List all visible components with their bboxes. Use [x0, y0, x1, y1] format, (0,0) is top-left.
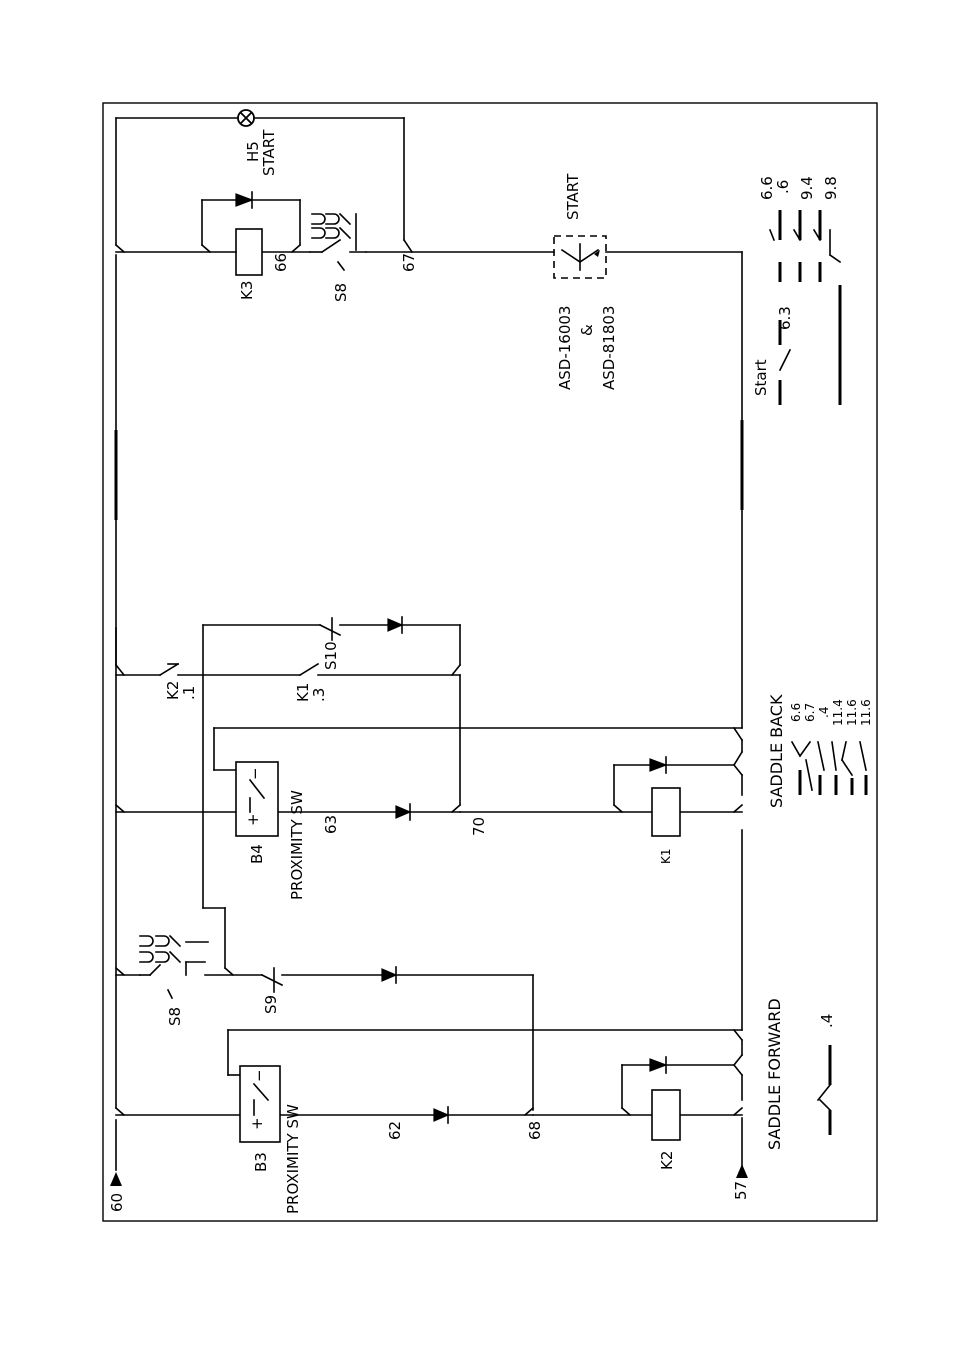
s8-left-switch-icon	[140, 936, 208, 998]
s10-switch-icon	[320, 618, 340, 640]
b3-type-label: PROXIMITY SW	[284, 1104, 302, 1214]
legend-start: Start	[752, 359, 770, 396]
legend-saddle-back-ref-6: 11.6	[859, 699, 873, 726]
k3-coil	[236, 229, 262, 275]
k2-contact-icon	[160, 664, 178, 675]
saddle-back-contacts-legend-icon	[792, 742, 866, 795]
k3-diode	[236, 192, 252, 208]
legend-start-ref: 6.3	[776, 306, 794, 330]
sensor-model-2: ASD-81803	[600, 306, 618, 390]
s8-right-label: S8	[332, 283, 350, 302]
h5-lamp-icon	[238, 110, 254, 126]
k1-coil	[652, 788, 680, 836]
b4-plus-sign: +	[244, 813, 262, 826]
k2-coil-label: K2	[658, 1151, 676, 1170]
legend-k3-ref-2: .6	[774, 180, 792, 194]
s8-left-label: S8	[166, 1007, 184, 1026]
start-sensor-icon	[554, 236, 606, 278]
b3-minus-sign: −	[250, 1069, 268, 1082]
k1-contact-ref: .3	[310, 688, 328, 702]
wire-label-67: 67	[400, 253, 418, 272]
wire-label-60: 60	[108, 1193, 126, 1212]
wire-label-66: 66	[272, 253, 290, 272]
b4-label: B4	[248, 844, 266, 864]
wire-label-57: 57	[732, 1181, 750, 1200]
k1-coil-label: K1	[659, 848, 673, 864]
sensor-model-1: ASD-16003	[556, 306, 574, 390]
b4-minus-sign: −	[246, 767, 264, 780]
legend-saddle-forward: SADDLE FORWARD	[765, 998, 784, 1150]
legend-saddle-back-ref-2: 6.7	[803, 703, 817, 722]
k3-coil-label: K3	[238, 281, 256, 300]
b3-diode	[434, 1107, 448, 1123]
sensor-amp: &	[578, 324, 596, 336]
sensor-start-label: START	[564, 173, 582, 220]
s10-diode	[388, 617, 402, 633]
s10-label: S10	[322, 641, 340, 670]
terminal-60-arrow	[110, 1172, 122, 1186]
k2-contact-ref: .1	[180, 686, 198, 700]
drawing-frame	[103, 103, 877, 1221]
legend-saddle-back: SADDLE BACK	[767, 694, 786, 808]
legend-saddle-forward-ref: .4	[818, 1014, 836, 1028]
b3-label: B3	[252, 1152, 270, 1172]
terminal-57-arrow	[736, 1164, 748, 1178]
legend-saddle-back-ref-3: .4	[817, 707, 831, 718]
legend-saddle-back-ref-1: 6.6	[789, 703, 803, 722]
s9-label: S9	[262, 995, 280, 1014]
b4-diode	[396, 804, 410, 820]
s9-diode	[382, 967, 396, 983]
k1-contact-icon	[300, 664, 318, 675]
k1-diode	[650, 757, 666, 773]
k2-coil	[652, 1090, 680, 1140]
s8-right-switch-icon	[310, 214, 366, 270]
wire-label-70: 70	[470, 817, 488, 836]
k2-diode	[650, 1057, 666, 1073]
b3-plus-sign: +	[248, 1117, 266, 1130]
bus-wiring	[116, 118, 742, 1170]
legend-saddle-back-ref-4: 11.4	[831, 699, 845, 726]
wire-label-68: 68	[526, 1121, 544, 1140]
wire-label-62: 62	[386, 1121, 404, 1140]
legend-k3-ref-3: 9.4	[798, 176, 816, 200]
b4-type-label: PROXIMITY SW	[288, 790, 306, 900]
wire-label-63: 63	[322, 815, 340, 834]
saddle-forward-contact-legend-icon	[818, 1045, 830, 1135]
start-contact-legend-icon	[780, 320, 790, 405]
legend-saddle-back-ref-5: 11.6	[845, 699, 859, 726]
s9-switch-icon	[262, 968, 282, 992]
h5-start-label: START	[260, 129, 278, 176]
legend-k3-ref-4: 9.8	[822, 176, 840, 200]
